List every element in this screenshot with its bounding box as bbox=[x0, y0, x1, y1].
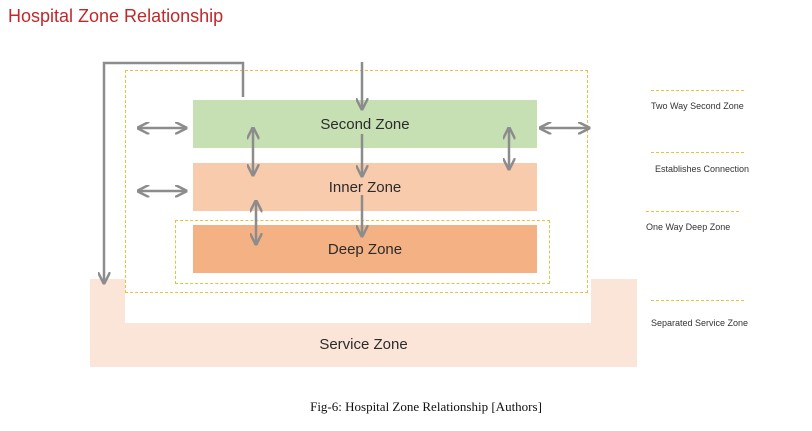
page-title: Hospital Zone Relationship bbox=[8, 6, 224, 26]
figure-caption: Fig-6: Hospital Zone Relationship [Autho… bbox=[310, 399, 542, 414]
second-zone-label: Second Zone bbox=[320, 115, 410, 133]
legend-label-service: Separated Service Zone bbox=[651, 318, 749, 328]
legend-line-one-way bbox=[646, 211, 739, 212]
inner-zone-label: Inner Zone bbox=[328, 178, 402, 196]
legend-label-two-way: Two Way Second Zone bbox=[651, 101, 744, 111]
legend-line-connection bbox=[651, 152, 744, 153]
legend-label-connection: Establishes Connection bbox=[655, 164, 750, 174]
service-route-arrow bbox=[104, 61, 245, 283]
two-way-zone-boundary bbox=[125, 70, 588, 293]
deep-zone-label: Deep Zone bbox=[327, 240, 403, 258]
service-zone-label: Service Zone bbox=[319, 336, 408, 353]
legend-line-service bbox=[651, 300, 744, 301]
legend-label-one-way: One Way Deep Zone bbox=[646, 222, 731, 232]
legend-line-two-way bbox=[651, 90, 744, 91]
service-zone-notch bbox=[125, 279, 591, 323]
